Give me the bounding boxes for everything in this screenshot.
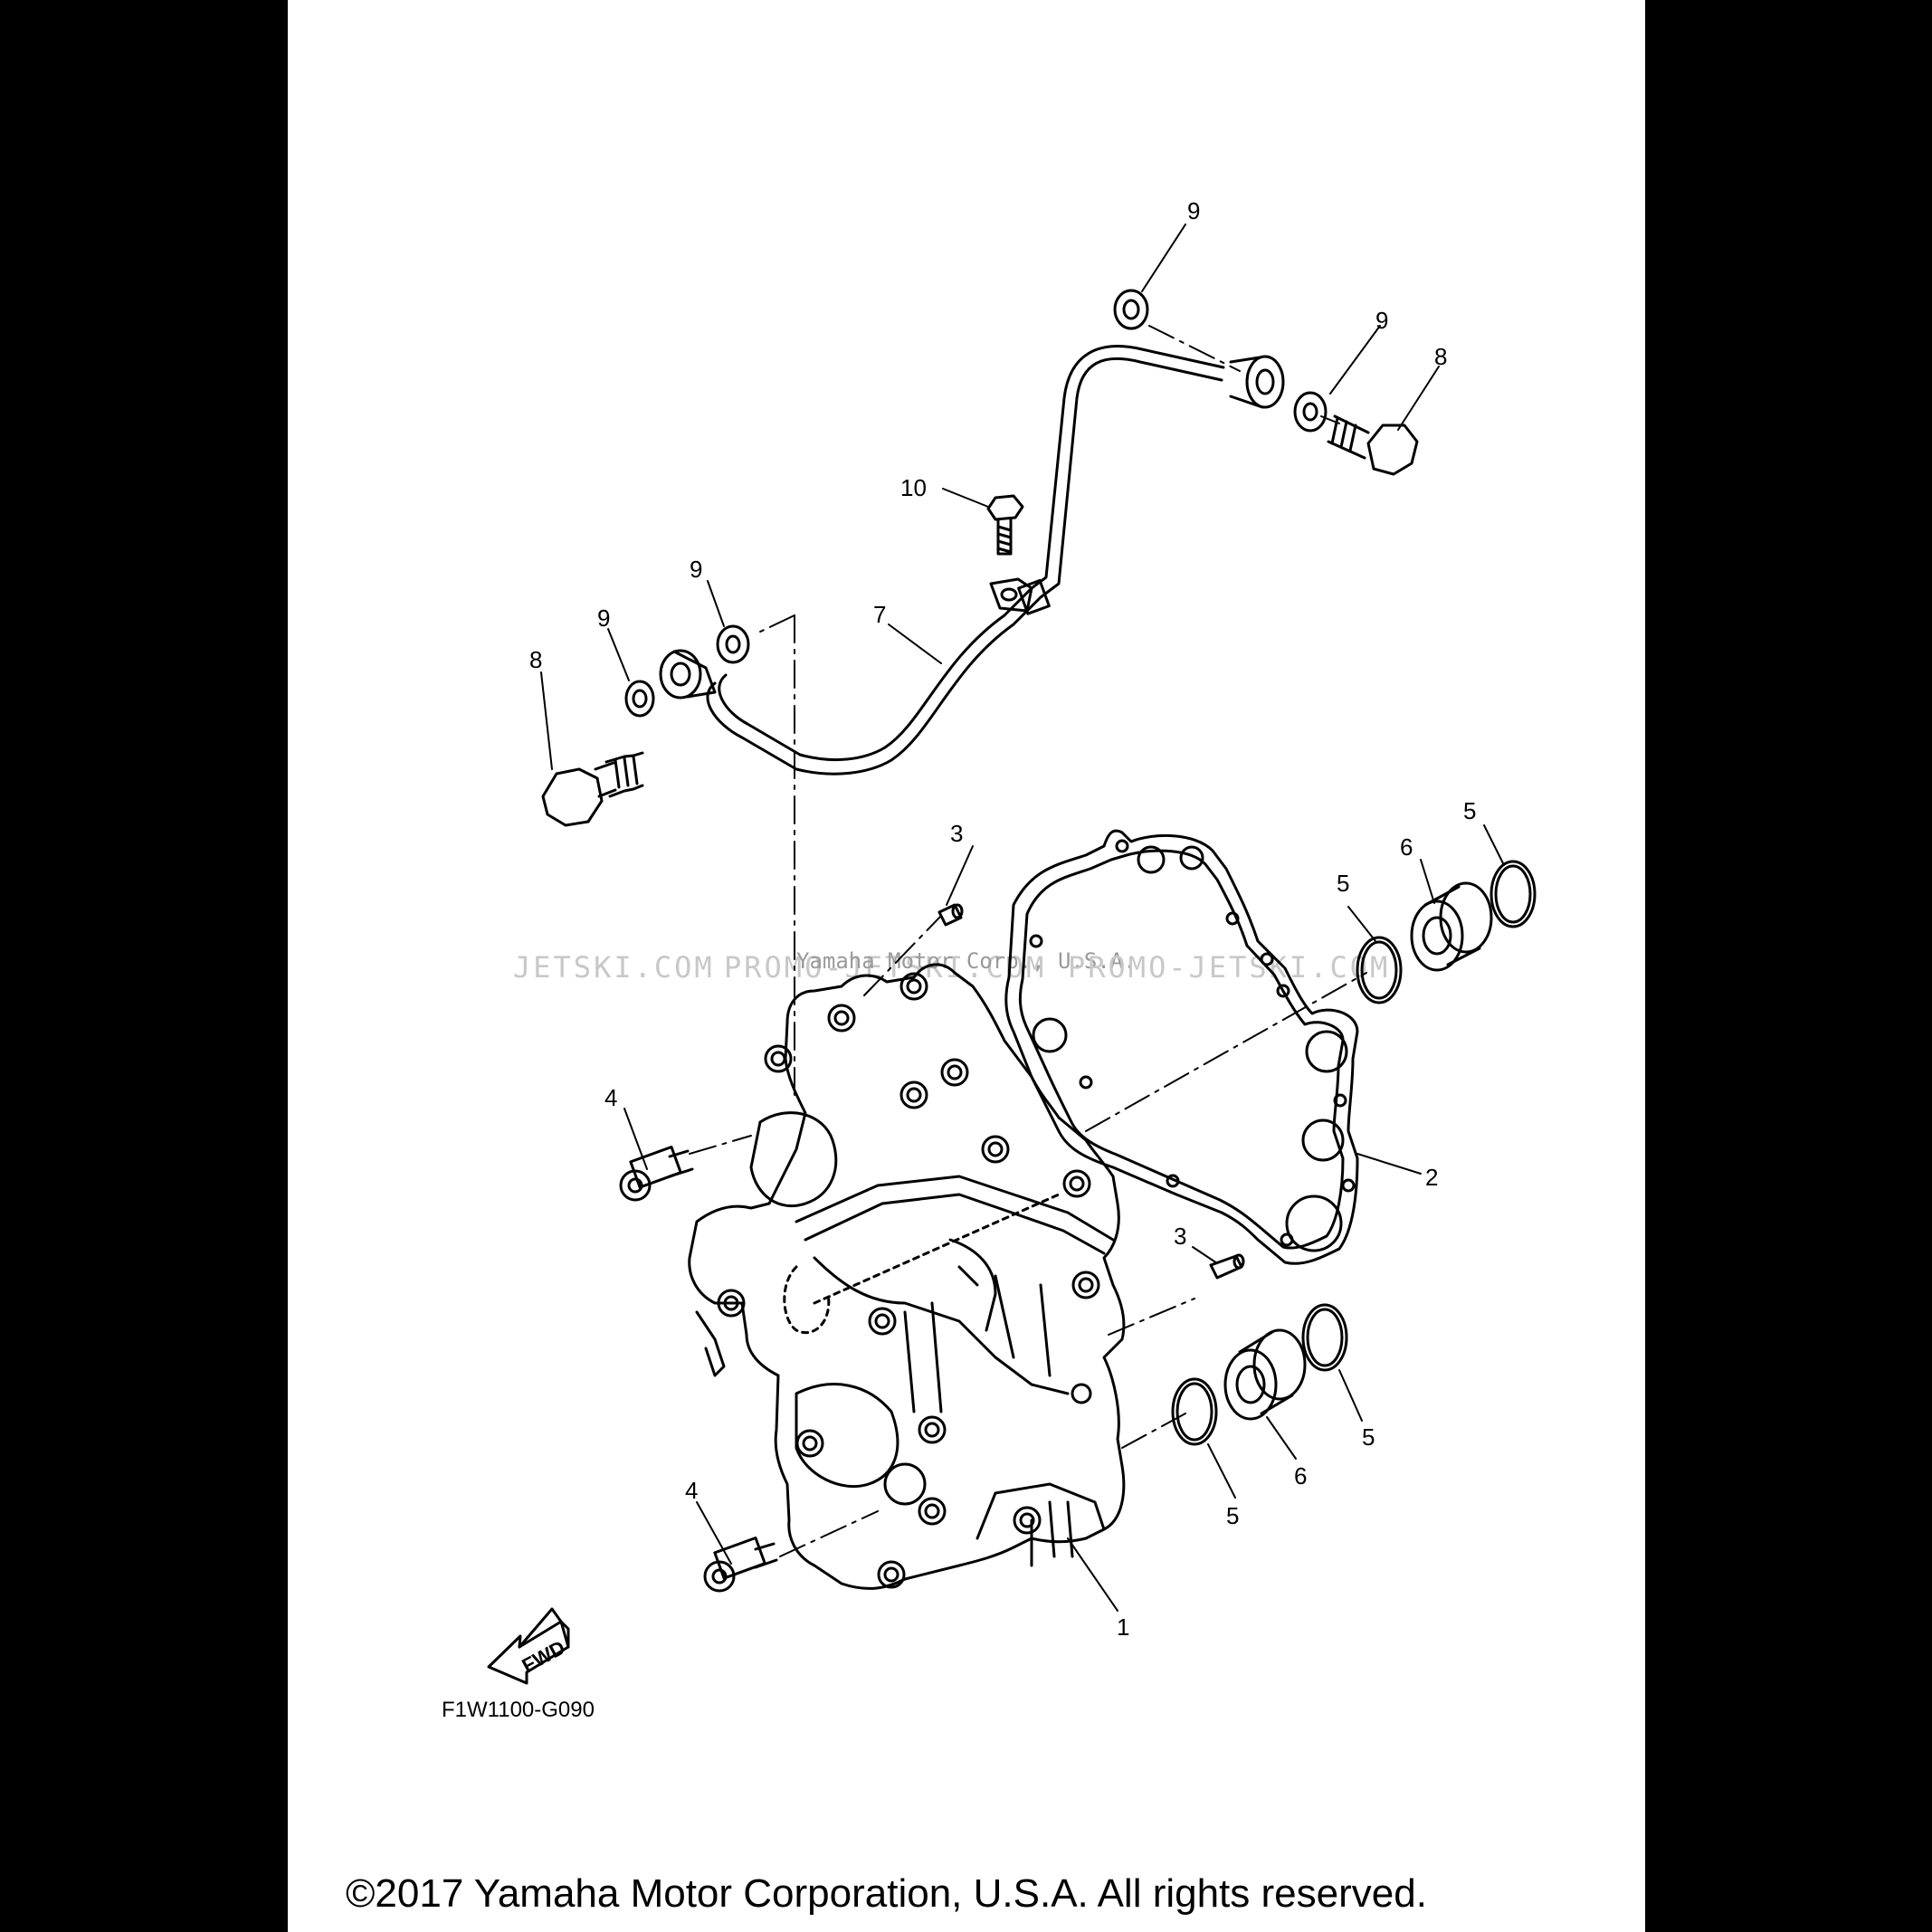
o-ring-5-upper-inner	[1356, 936, 1403, 1004]
dowel-pin-3-upper	[937, 903, 964, 927]
crankcase-cover	[688, 963, 1126, 1590]
collar-6-lower	[1223, 1328, 1307, 1421]
callout-5: 5	[1463, 797, 1476, 824]
copyright-notice: ©2017 Yamaha Motor Corporation, U.S.A. A…	[346, 1871, 1427, 1916]
callout-4: 4	[685, 1477, 698, 1504]
bolt-4-lower	[703, 1536, 778, 1593]
callout-5: 5	[1226, 1502, 1239, 1529]
bolt-4-upper	[619, 1145, 694, 1202]
callout-9: 9	[597, 604, 610, 632]
callout-9: 9	[690, 556, 702, 583]
right-banjo-fitting	[1229, 355, 1285, 409]
callout-1: 1	[1117, 1613, 1129, 1641]
washer-9-top	[1113, 289, 1149, 330]
o-ring-5-upper-outer	[1489, 860, 1537, 928]
watermark-right: PROMO-JETSKI.COM	[1068, 950, 1390, 985]
callout-9: 9	[1187, 197, 1200, 224]
callout-3: 3	[950, 820, 963, 847]
callout-4: 4	[604, 1084, 617, 1111]
callout-9: 9	[1375, 307, 1388, 334]
o-ring-5-lower-outer	[1301, 1303, 1348, 1372]
washer-9-left-inner	[716, 624, 750, 664]
left-banjo-fitting	[659, 649, 717, 700]
alignment-lines	[689, 325, 1367, 1557]
diagram-sheet	[288, 0, 1645, 1932]
callout-5: 5	[1337, 870, 1349, 897]
gasket	[1004, 829, 1359, 1265]
callout-2: 2	[1425, 1164, 1438, 1191]
callout-6: 6	[1400, 833, 1413, 861]
bolt-10	[986, 494, 1024, 556]
callout-6: 6	[1294, 1462, 1307, 1489]
union-bolt-8-right	[1327, 414, 1419, 476]
callout-3: 3	[1174, 1223, 1186, 1250]
washer-9-right	[1293, 391, 1328, 433]
diagram-code: F1W1100-G090	[442, 1698, 595, 1722]
oil-pipe	[706, 345, 1225, 776]
leader-lines	[540, 224, 1505, 1612]
union-bolt-8-left	[541, 751, 644, 827]
dowel-pin-3-lower	[1209, 1253, 1245, 1280]
callout-7: 7	[873, 601, 886, 628]
o-ring-5-lower-inner	[1171, 1377, 1218, 1446]
watermark-overlay: Yamaha Motor Corp., U.S.A.	[796, 948, 1137, 974]
callout-10: 10	[900, 474, 927, 501]
callout-5: 5	[1362, 1423, 1375, 1451]
washer-9-left-outer	[624, 680, 655, 718]
callout-8: 8	[1434, 343, 1447, 370]
watermark-left: JETSKI.COM	[513, 950, 715, 985]
collar-6-upper	[1410, 881, 1493, 972]
callout-8: 8	[529, 646, 542, 673]
fwd-arrow-icon	[487, 1607, 570, 1685]
